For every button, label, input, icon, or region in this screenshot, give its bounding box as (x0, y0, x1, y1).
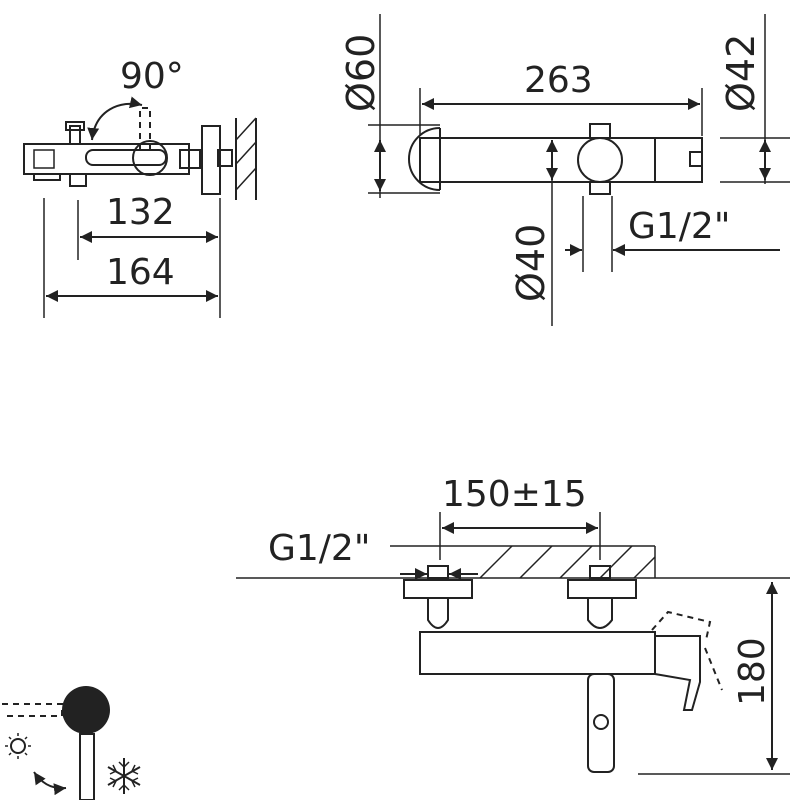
sun-icon (5, 733, 31, 759)
dim-180: 180 (732, 637, 773, 706)
dim-150-15: 150±15 (442, 474, 587, 515)
rotation-arrow-icon (33, 771, 67, 796)
dim-164: 164 (106, 252, 175, 293)
dim-132: 132 (106, 192, 175, 233)
dia-60: Ø60 (339, 34, 383, 112)
side-view: 90° 132 164 (23, 56, 257, 318)
front-view: 150±15 G1/2" 180 (236, 474, 790, 775)
dim-g12-front: G1/2" (268, 528, 370, 569)
dim-g12-top: G1/2" (628, 206, 730, 247)
dia-40: Ø40 (509, 224, 553, 302)
dia-42: Ø42 (719, 34, 763, 112)
top-view: 263 G1/2" Ø60 Ø42 Ø40 (339, 14, 790, 326)
snowflake-icon (107, 758, 141, 794)
angle-label: 90° (120, 56, 184, 97)
hot-cold-legend (2, 686, 141, 800)
dim-263: 263 (524, 60, 593, 101)
